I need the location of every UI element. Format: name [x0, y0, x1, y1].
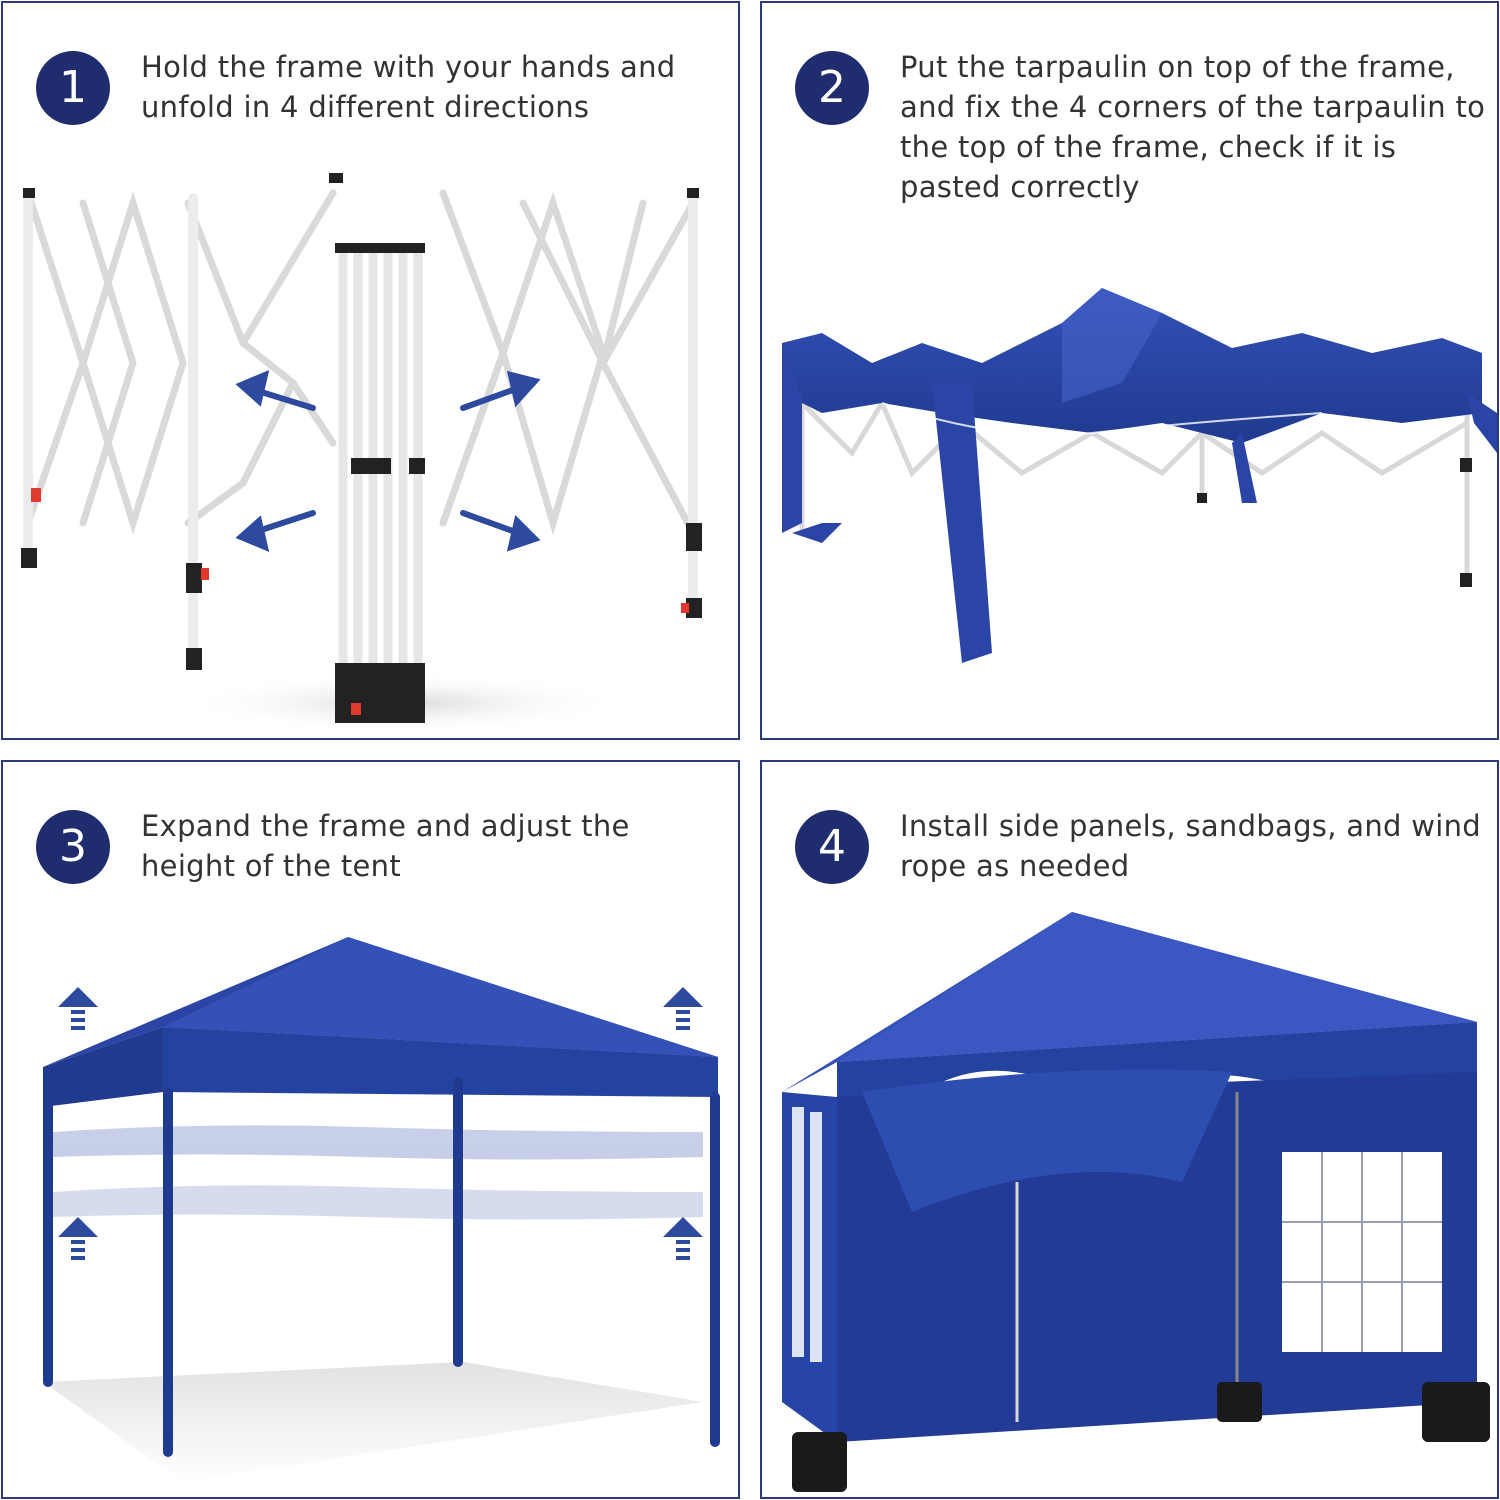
- step-1-caption: Hold the frame with your hands and unfol…: [141, 50, 676, 124]
- step-1-number-badge: 1: [36, 51, 110, 125]
- tent-with-side-panels-illustration: [782, 912, 1490, 1492]
- step-1-panel: 1 Hold the frame with your hands and unf…: [1, 1, 740, 740]
- step-2-number-badge: 2: [795, 51, 869, 125]
- step-3-number-badge: 3: [36, 810, 110, 884]
- tarpaulin-on-frame-illustration: [782, 288, 1497, 663]
- step-4-caption: Install side panels, sandbags, and wind …: [900, 809, 1481, 883]
- step-2-caption: Put the tarpaulin on top of the frame, a…: [900, 50, 1486, 204]
- expanded-tent-illustration: [43, 937, 720, 1482]
- step-4-number-badge: 4: [795, 810, 869, 884]
- step-3-caption: Expand the frame and adjust the height o…: [141, 809, 630, 883]
- step-3-panel: 3 Expand the frame and adjust the height…: [1, 760, 740, 1499]
- folded-frame-illustration: [21, 173, 702, 733]
- step-4-panel: 4 Install side panels, sandbags, and win…: [760, 760, 1499, 1499]
- step-2-panel: 2 Put the tarpaulin on top of the frame,…: [760, 1, 1499, 740]
